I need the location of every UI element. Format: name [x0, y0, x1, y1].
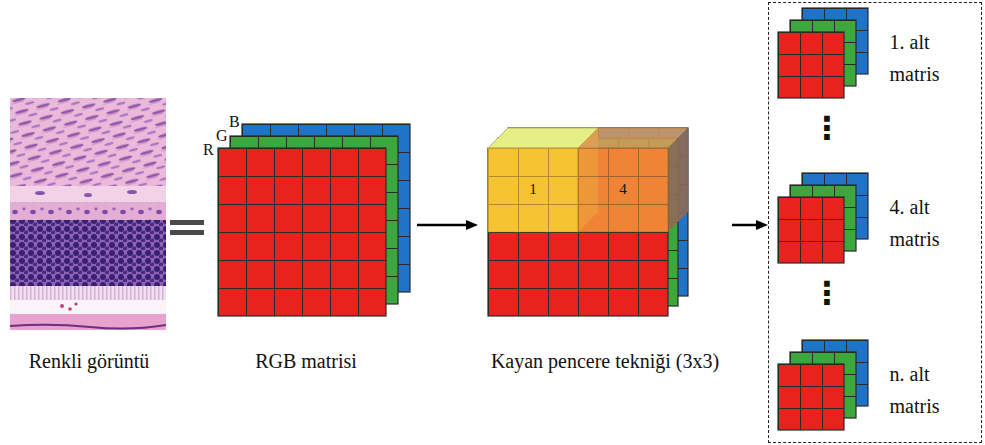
window-node: 1 4Kayan pencere tekniği (3x3)	[478, 100, 732, 377]
window-number: 4	[619, 181, 627, 198]
image-node: Renkli görüntü	[8, 96, 170, 377]
sub-matrix-4	[778, 173, 868, 263]
channel-letter: B	[229, 113, 240, 131]
ellipsis-dots: ⋮	[811, 277, 839, 309]
sub-matrix-1	[778, 8, 868, 98]
caption: RGB matrisi	[195, 350, 417, 373]
window-number: 1	[529, 181, 537, 198]
sliding-window-matrix	[488, 128, 688, 316]
sub-matrix-node: 4. alt matris	[778, 173, 978, 269]
sub-matrix-node: 1. alt matris	[778, 8, 978, 104]
channel-letter: G	[216, 127, 228, 145]
ellipsis-dots: ⋮	[811, 112, 839, 144]
caption: Renkli görüntü	[8, 350, 170, 373]
sub-matrix-n	[778, 340, 868, 430]
arrow-connector	[732, 224, 758, 227]
rgb-matrix	[218, 124, 410, 316]
channel-letter: R	[203, 141, 214, 159]
histology-image	[10, 98, 166, 330]
arrow-connector	[417, 224, 468, 227]
sub-matrix-label: n. alt matris	[890, 358, 975, 422]
matrix-node: BGR RGB matrisi	[195, 110, 417, 377]
sub-matrix-node: n. alt matris	[778, 340, 978, 436]
sub-matrix-label: 1. alt matris	[890, 26, 975, 90]
equal-sign	[170, 220, 204, 235]
caption: Kayan pencere tekniği (3x3)	[478, 350, 732, 373]
dashed-group-box: 1. alt matris 4. alt matris n. alt matris	[768, 2, 982, 443]
sub-matrix-label: 4. alt matris	[890, 191, 975, 255]
